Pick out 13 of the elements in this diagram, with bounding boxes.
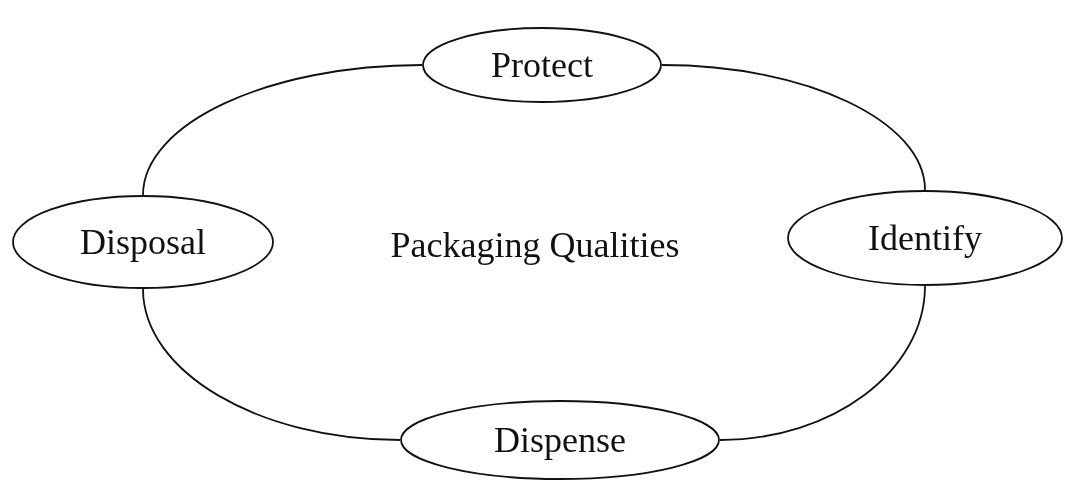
node-label: Dispense (494, 419, 626, 461)
connector-line (719, 285, 926, 441)
center-label: Packaging Qualities (390, 224, 680, 266)
connector-line (142, 64, 423, 196)
ellipse-node (400, 400, 720, 480)
node-label: Disposal (80, 221, 206, 263)
connector-line (661, 64, 926, 191)
connector-line (142, 288, 401, 441)
node-label: Identify (868, 217, 982, 259)
ellipse-node (12, 195, 274, 289)
ellipse-node (422, 27, 662, 103)
ellipse-node (787, 190, 1063, 286)
node-label: Protect (491, 44, 593, 86)
